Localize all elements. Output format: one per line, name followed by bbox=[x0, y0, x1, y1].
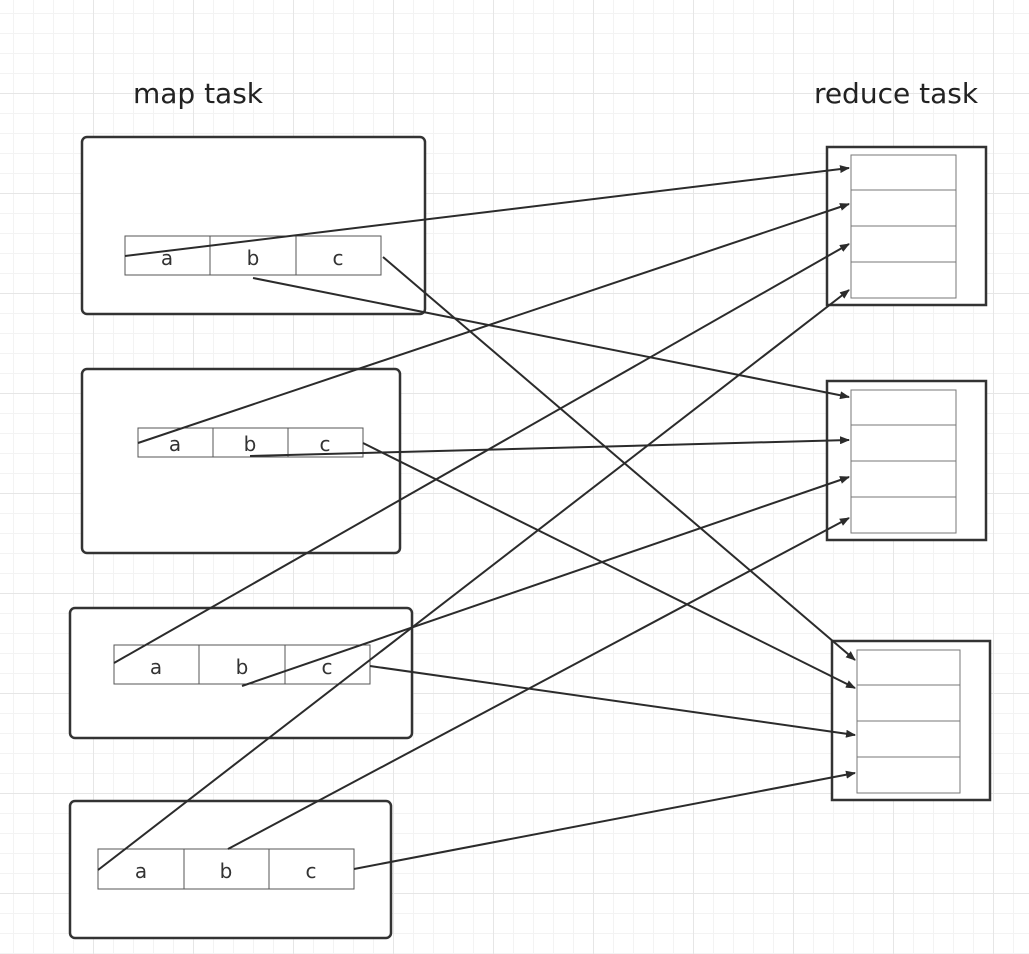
map-2-label-a: a bbox=[169, 432, 181, 456]
arrow-map4-b-to-reduce2 bbox=[227, 517, 850, 850]
reduce-3-bucket-1 bbox=[856, 649, 961, 686]
reduce-1-bucket-3 bbox=[850, 225, 957, 263]
reduce-2-bucket-3 bbox=[850, 460, 957, 498]
arrow-map3-a-to-reduce1 bbox=[113, 243, 850, 664]
map-3-label-c: c bbox=[322, 655, 333, 679]
arrow-map1-b-to-reduce2 bbox=[252, 277, 850, 400]
map-3-label-b: b bbox=[236, 655, 249, 679]
reduce-3-bucket-3 bbox=[856, 720, 961, 758]
map-2-partition-b bbox=[212, 427, 289, 458]
arrow-map3-c-to-reduce3 bbox=[369, 665, 856, 738]
map-1-label-c: c bbox=[333, 246, 344, 270]
map-3-partition-b bbox=[198, 644, 286, 685]
map-task-heading: map task bbox=[133, 77, 264, 110]
reduce-2-bucket-2 bbox=[850, 424, 957, 462]
map-task-1: a b c bbox=[80, 135, 427, 316]
arrow-map3-b-to-reduce2 bbox=[241, 476, 850, 687]
map-2-label-b: b bbox=[244, 432, 257, 456]
map-task-3: a b c bbox=[68, 606, 414, 740]
arrow-map2-b-to-reduce2 bbox=[249, 436, 850, 457]
reduce-task-3 bbox=[830, 639, 992, 802]
map-3-partition-a bbox=[113, 644, 200, 685]
reduce-1-bucket-1 bbox=[850, 154, 957, 191]
map-2-label-c: c bbox=[320, 432, 331, 456]
reduce-1-bucket-4 bbox=[850, 261, 957, 299]
reduce-2-bucket-4 bbox=[850, 496, 957, 534]
shuffle-arrows bbox=[97, 165, 856, 871]
map-4-label-a: a bbox=[135, 859, 147, 883]
map-3-partition-c bbox=[284, 644, 371, 685]
reduce-3-bucket-2 bbox=[856, 684, 961, 722]
reduce-2-bucket-1 bbox=[850, 389, 957, 426]
map-task-4: a b c bbox=[68, 799, 393, 940]
map-2-partition-c bbox=[287, 427, 364, 458]
reduce-1-bucket-2 bbox=[850, 189, 957, 227]
map-1-partition-b bbox=[209, 235, 297, 276]
reduce-task-heading: reduce task bbox=[814, 77, 979, 110]
reduce-task-2 bbox=[825, 379, 988, 542]
arrow-map2-c-to-reduce3 bbox=[362, 442, 856, 689]
reduce-task-1 bbox=[825, 145, 988, 307]
map-4-label-b: b bbox=[220, 859, 233, 883]
map-1-partition-c bbox=[295, 235, 382, 276]
arrow-map1-c-to-reduce3 bbox=[382, 256, 856, 661]
map-task-2: a b c bbox=[80, 367, 402, 555]
map-4-partition-b bbox=[183, 848, 270, 890]
map-4-partition-a bbox=[97, 848, 185, 890]
arrow-map1-a-to-reduce1 bbox=[124, 165, 850, 257]
arrow-map4-a-to-reduce1 bbox=[97, 289, 850, 871]
reduce-3-bucket-4 bbox=[856, 756, 961, 794]
map-1-partition-a bbox=[124, 235, 211, 276]
arrow-map2-a-to-reduce1 bbox=[137, 203, 850, 444]
arrow-map4-c-to-reduce3 bbox=[353, 770, 856, 870]
map-3-label-a: a bbox=[150, 655, 162, 679]
map-4-label-c: c bbox=[306, 859, 317, 883]
map-1-label-b: b bbox=[247, 246, 260, 270]
